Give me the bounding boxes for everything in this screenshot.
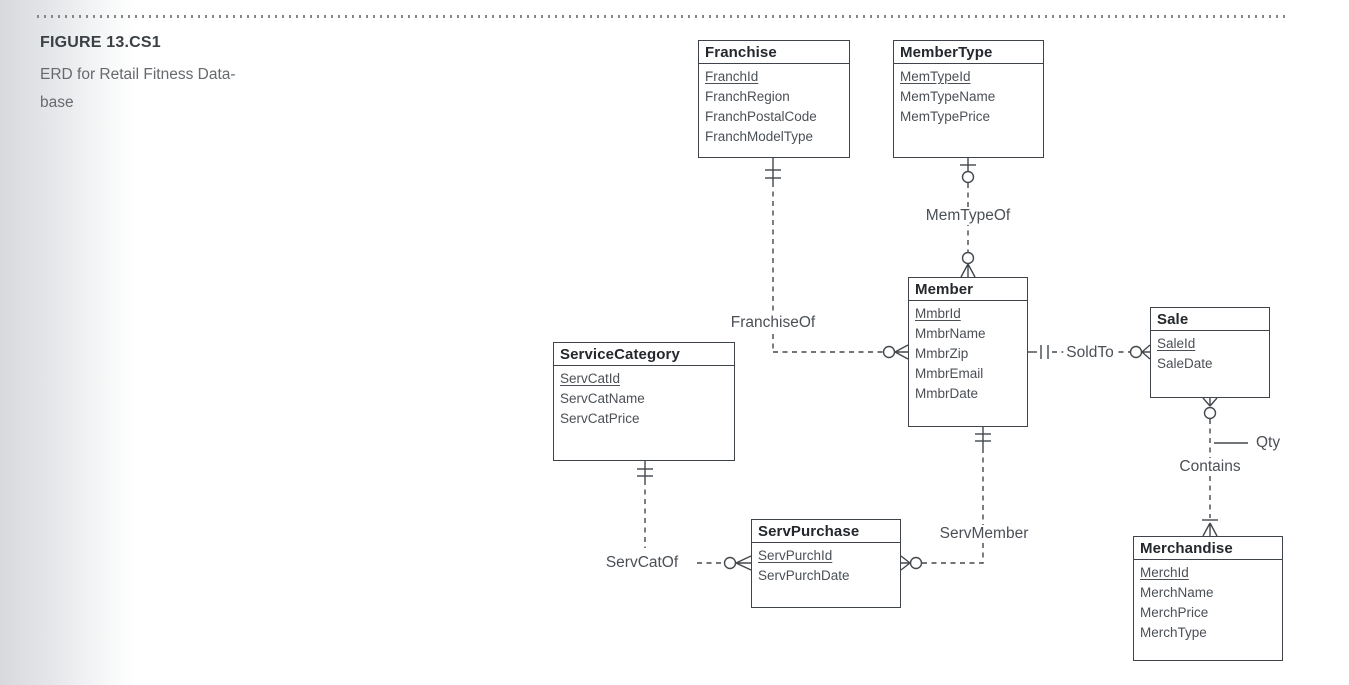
crow-foot [960,263,976,278]
attribute: MemTypePrice [900,109,991,124]
entity-attributes: MmbrId MmbrName MmbrZip MmbrEmail MmbrDa… [909,301,1027,404]
zero-circle [1129,345,1143,359]
attribute-primary-key: MemTypeId [900,69,971,84]
attribute: MemTypeName [900,89,996,104]
connector-serv-cat-of [637,461,752,571]
relationship-label-contains: Contains [1176,458,1244,476]
connector-serv-member [900,427,991,571]
entity-servicecategory: ServiceCategory ServCatId ServCatName Se… [553,342,735,461]
attribute: FranchRegion [705,89,790,104]
entity-attributes: ServCatId ServCatName ServCatPrice [554,366,734,429]
relationship-label-serv-member: ServMember [936,525,1032,543]
figure-caption: ERD for Retail Fitness Data- base [40,61,236,117]
entity-title: Merchandise [1134,537,1282,560]
figure-caption-line1: ERD for Retail Fitness Data- [40,66,236,83]
entity-title: Sale [1151,308,1269,331]
attribute: MmbrDate [915,386,979,401]
attribute-primary-key: MerchId [1140,565,1189,580]
figure-label: FIGURE 13.CS1 [40,34,161,51]
attribute: MmbrEmail [915,366,984,381]
page-gutter-gradient [0,0,135,685]
zero-circle [961,170,975,184]
entity-attributes: MerchId MerchName MerchPrice MerchType [1134,560,1282,643]
relationship-label-mem-type-of: MemTypeOf [922,207,1014,225]
attribute-primary-key: MmbrId [915,306,961,321]
entity-attributes: ServPurchId ServPurchDate [752,543,900,586]
zero-circle [882,345,896,359]
attribute-primary-key: FranchId [705,69,759,84]
figure-caption-line2: base [40,94,74,111]
crow-foot [894,344,909,360]
relationship-label-sold-to: SoldTo [1063,344,1117,362]
attribute: MmbrZip [915,346,969,361]
crow-foot [1141,344,1151,360]
attribute: FranchModelType [705,129,814,144]
attribute: ServPurchDate [758,568,850,583]
attribute: MmbrName [915,326,986,341]
connector-mem-type-of [960,158,976,278]
attribute: ServCatPrice [560,411,640,426]
entity-servpurchase: ServPurchase ServPurchId ServPurchDate [751,519,901,608]
relationship-attribute-qty: Qty [1253,434,1284,452]
attribute: MerchName [1140,585,1214,600]
entity-membertype: MemberType MemTypeId MemTypeName MemType… [893,40,1044,158]
crow-foot [735,555,752,571]
zero-circle [961,251,975,265]
attribute-primary-key: ServCatId [560,371,621,386]
attribute-primary-key: ServPurchId [758,548,833,563]
entity-franchise: Franchise FranchId FranchRegion FranchPo… [698,40,850,158]
entity-title: ServiceCategory [554,343,734,366]
zero-circle [909,556,923,570]
attribute: SaleDate [1157,356,1213,371]
entity-sale: Sale SaleId SaleDate [1150,307,1270,398]
entity-attributes: FranchId FranchRegion FranchPostalCode F… [699,64,849,147]
attribute: MerchType [1140,625,1207,640]
dotted-divider [37,15,1290,18]
zero-circle [723,556,737,570]
relationship-label-franchise-of: FranchiseOf [727,314,819,332]
zero-circle [1203,406,1217,420]
attribute: FranchPostalCode [705,109,817,124]
entity-title: ServPurchase [752,520,900,543]
entity-title: MemberType [894,41,1043,64]
entity-title: Member [909,278,1027,301]
attribute-primary-key: SaleId [1157,336,1196,351]
relationship-label-serv-cat-of: ServCatOf [602,554,682,572]
attribute: ServCatName [560,391,645,406]
crow-foot [1202,397,1218,407]
crow-foot [1202,522,1218,537]
entity-title: Franchise [699,41,849,64]
entity-attributes: MemTypeId MemTypeName MemTypePrice [894,64,1043,127]
entity-attributes: SaleId SaleDate [1151,331,1269,374]
crow-foot [900,555,911,571]
attribute: MerchPrice [1140,605,1209,620]
connector-franchise-of [765,158,909,360]
entity-merchandise: Merchandise MerchId MerchName MerchPrice… [1133,536,1283,661]
entity-member: Member MmbrId MmbrName MmbrZip MmbrEmail… [908,277,1028,427]
